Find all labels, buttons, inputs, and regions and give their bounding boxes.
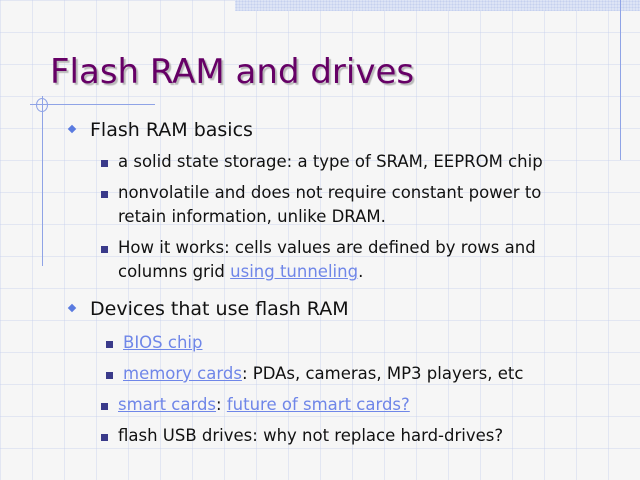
link-future-smart-cards[interactable]: future of smart cards?	[226, 395, 410, 414]
bullet-item: nonvolatile and does not require constan…	[100, 183, 542, 202]
link-memory-cards[interactable]: memory cards	[123, 364, 242, 383]
bullet-item: a solid state storage: a type of SRAM, E…	[101, 152, 543, 171]
link-smart-cards[interactable]: smart cards	[118, 395, 217, 414]
decor-line	[30, 104, 155, 105]
bullet-item: BIOS chip	[105, 333, 203, 352]
bullet-item: flash USB drives: why not replace hard-d…	[100, 426, 504, 445]
decor-circle	[36, 98, 48, 112]
text: :	[216, 395, 227, 414]
slide-title: Flash RAM and drives	[50, 52, 415, 92]
bullet-item: How it works: cells values are defined b…	[101, 238, 536, 257]
bullet-item-continued: columns grid using tunneling.	[118, 262, 363, 281]
bullet-item-continued: retain information, unlike DRAM.	[118, 207, 386, 226]
header-band	[235, 0, 640, 11]
bullet-item: memory cards: PDAs, cameras, MP3 players…	[105, 364, 524, 383]
bullet-heading: Devices that use flash RAM	[90, 298, 349, 320]
text: columns grid	[118, 262, 231, 281]
bullet-heading: Flash RAM basics	[90, 119, 253, 141]
decor-line	[620, 0, 621, 160]
decor-line	[42, 96, 43, 266]
bullet-item: smart cards: future of smart cards?	[101, 395, 410, 414]
link-using-tunneling[interactable]: using tunneling	[230, 262, 359, 281]
text: : PDAs, cameras, MP3 players, etc	[241, 364, 524, 383]
link-bios-chip[interactable]: BIOS chip	[123, 333, 203, 352]
text: .	[358, 262, 364, 281]
